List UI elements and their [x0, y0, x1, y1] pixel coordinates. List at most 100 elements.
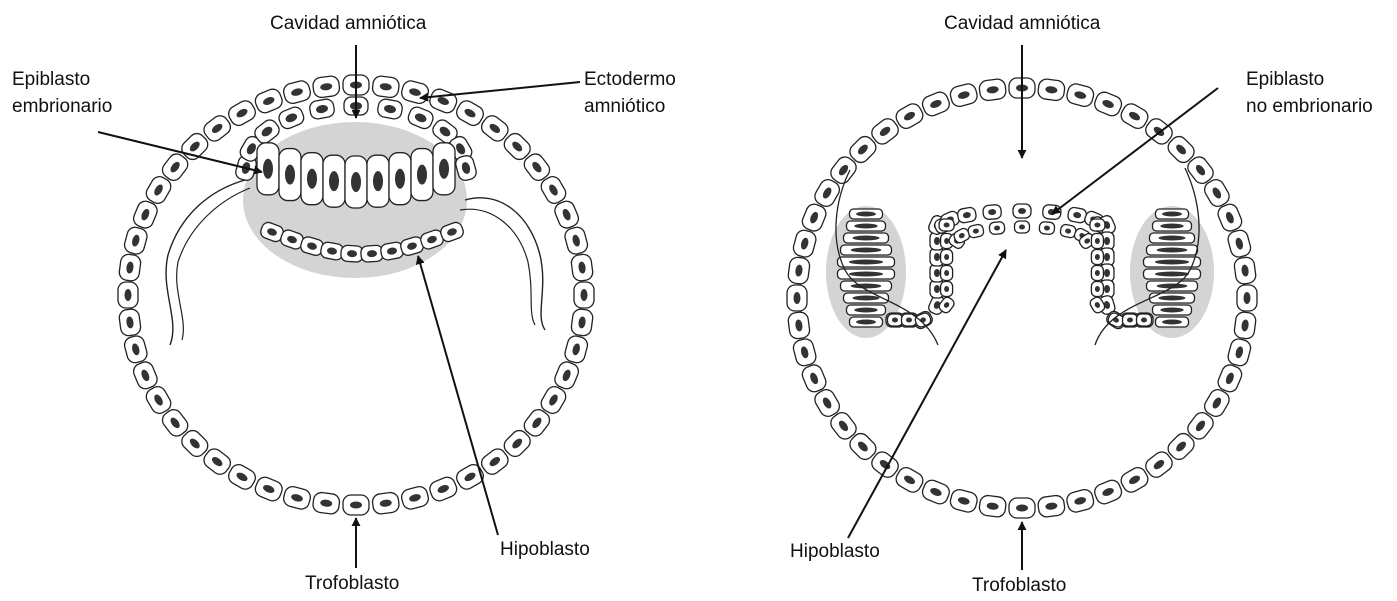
trophoblast-cell — [920, 90, 952, 118]
amniotic-cell — [277, 105, 306, 131]
trophoblast-cell — [949, 488, 979, 514]
trophoblast-cell — [978, 78, 1006, 101]
amniotic-cell — [377, 98, 404, 120]
right-cavidad-text: Cavidad amniótica — [944, 10, 1100, 37]
trophoblast-cell — [1237, 285, 1257, 311]
trophoblast-cell — [312, 492, 340, 515]
left-embryo — [98, 45, 594, 568]
left-membrane-right — [465, 198, 545, 330]
trophoblast-cell — [570, 308, 593, 336]
trophoblast-cell — [226, 462, 259, 492]
left-trofoblasto-text: Trofoblasto — [305, 570, 399, 597]
trophoblast-cell — [1065, 82, 1095, 108]
right-hipoblasto-text: Hipoblasto — [790, 538, 880, 565]
trophoblast-cell — [792, 229, 818, 259]
u-hypoblast-cell — [1090, 219, 1105, 231]
u-hypoblast-cell — [1091, 250, 1103, 265]
u-epiblast-cell — [1042, 204, 1061, 219]
epiblast-cell — [433, 143, 455, 195]
trophoblast-cell — [1092, 90, 1124, 118]
hypoblast-cell — [361, 245, 384, 262]
left-membrane-left-inner — [177, 188, 250, 340]
trophoblast-cell — [400, 485, 430, 511]
epiblast-stack-cell — [1150, 293, 1195, 303]
hypoblast-cell — [341, 245, 364, 262]
left-epiblasto-line1: Epiblasto — [12, 66, 112, 93]
trophoblast-cell — [123, 226, 149, 256]
epiblast-cell — [411, 149, 433, 201]
epiblast-stack-cell — [1156, 209, 1189, 219]
trophoblast-cell — [427, 475, 459, 503]
right-u-shaped-layers — [886, 204, 1153, 331]
epiblast-stack-cell — [841, 245, 892, 255]
trophoblast-cell — [949, 82, 979, 108]
trophoblast-cell — [454, 98, 487, 128]
u-hypoblast-cell — [941, 250, 953, 265]
u-hypoblast-cell — [1137, 314, 1152, 326]
epiblast-stack-cell — [1150, 233, 1195, 243]
u-hypoblast-cell — [941, 282, 953, 297]
trophoblast-cell — [118, 308, 141, 336]
u-hypoblast-cell — [1015, 221, 1030, 233]
right-cavidad-amniotica-label: Cavidad amniótica — [944, 10, 1100, 37]
trophoblast-cell — [563, 226, 589, 256]
u-hypoblast-cell — [1091, 266, 1103, 281]
epiblast-stack-cell — [847, 305, 886, 315]
epiblast-stack-cell — [1156, 317, 1189, 327]
left-epiblasto-line2: embrionario — [12, 93, 112, 120]
arrow-left-hipoblasto — [418, 256, 498, 535]
u-epiblast-cell — [983, 204, 1002, 219]
left-epiblasto-label: Epiblasto embrionario — [12, 66, 112, 120]
u-hypoblast-cell — [888, 314, 903, 326]
epiblast-stack-cell — [1147, 245, 1198, 255]
trophoblast-cell — [1037, 78, 1065, 101]
trophoblast-cell — [792, 337, 818, 367]
epiblast-stack-cell — [1153, 305, 1192, 315]
epiblast-stack-cell — [850, 209, 883, 219]
u-hypoblast-cell — [1123, 314, 1138, 326]
right-trofoblasto-label: Trofoblasto — [972, 572, 1066, 599]
epiblast-stack-cell — [838, 257, 895, 267]
trophoblast-cell — [1226, 229, 1252, 259]
epiblast-cell — [345, 156, 367, 208]
trophoblast-cell — [1226, 337, 1252, 367]
epiblast-stack-cell — [850, 317, 883, 327]
trophoblast-cell — [123, 334, 149, 364]
right-epiblasto-label: Epiblasto no embrionario — [1246, 66, 1373, 120]
u-hypoblast-cell — [939, 219, 954, 231]
trophoblast-cell — [1065, 488, 1095, 514]
epiblast-cell — [323, 155, 345, 207]
trophoblast-cell — [1092, 478, 1124, 506]
trophoblast-cell — [787, 285, 807, 311]
epiblast-cell — [367, 155, 389, 207]
left-cavidad-amniotica-label: Cavidad amniótica — [270, 10, 426, 37]
epiblast-stack-cell — [844, 233, 889, 243]
trophoblast-cell — [1037, 495, 1065, 518]
trophoblast-cell — [978, 495, 1006, 518]
trophoblast-cell — [343, 495, 369, 515]
trophoblast-cell — [1233, 256, 1256, 284]
epiblast-stack-cell — [1147, 281, 1198, 291]
right-epiblasto-line1: Epiblasto — [1246, 66, 1373, 93]
right-epiblasto-line2: no embrionario — [1246, 93, 1373, 120]
u-hypoblast-cell — [989, 221, 1005, 234]
u-hypoblast-cell — [941, 266, 953, 281]
left-ectodermo-line2: amniótico — [584, 93, 676, 120]
trophoblast-cell — [118, 253, 141, 281]
epiblast-stack-cell — [1144, 269, 1201, 279]
left-cavidad-text: Cavidad amniótica — [270, 10, 426, 37]
trophoblast-cell — [574, 282, 594, 308]
trophoblast-cell — [282, 79, 312, 105]
u-epiblast-cell — [1067, 207, 1087, 224]
trophoblast-cell — [372, 75, 400, 98]
epiblast-stack-cell — [847, 221, 886, 231]
trophoblast-cell — [920, 478, 952, 506]
trophoblast-cell — [570, 253, 593, 281]
u-hypoblast-cell — [1039, 221, 1055, 234]
trophoblast-cell — [563, 334, 589, 364]
left-hipoblasto-label: Hipoblasto — [500, 536, 590, 563]
trophoblast-cell — [118, 282, 138, 308]
epiblast-cell — [279, 149, 301, 201]
right-hipoblasto-label: Hipoblasto — [790, 538, 880, 565]
